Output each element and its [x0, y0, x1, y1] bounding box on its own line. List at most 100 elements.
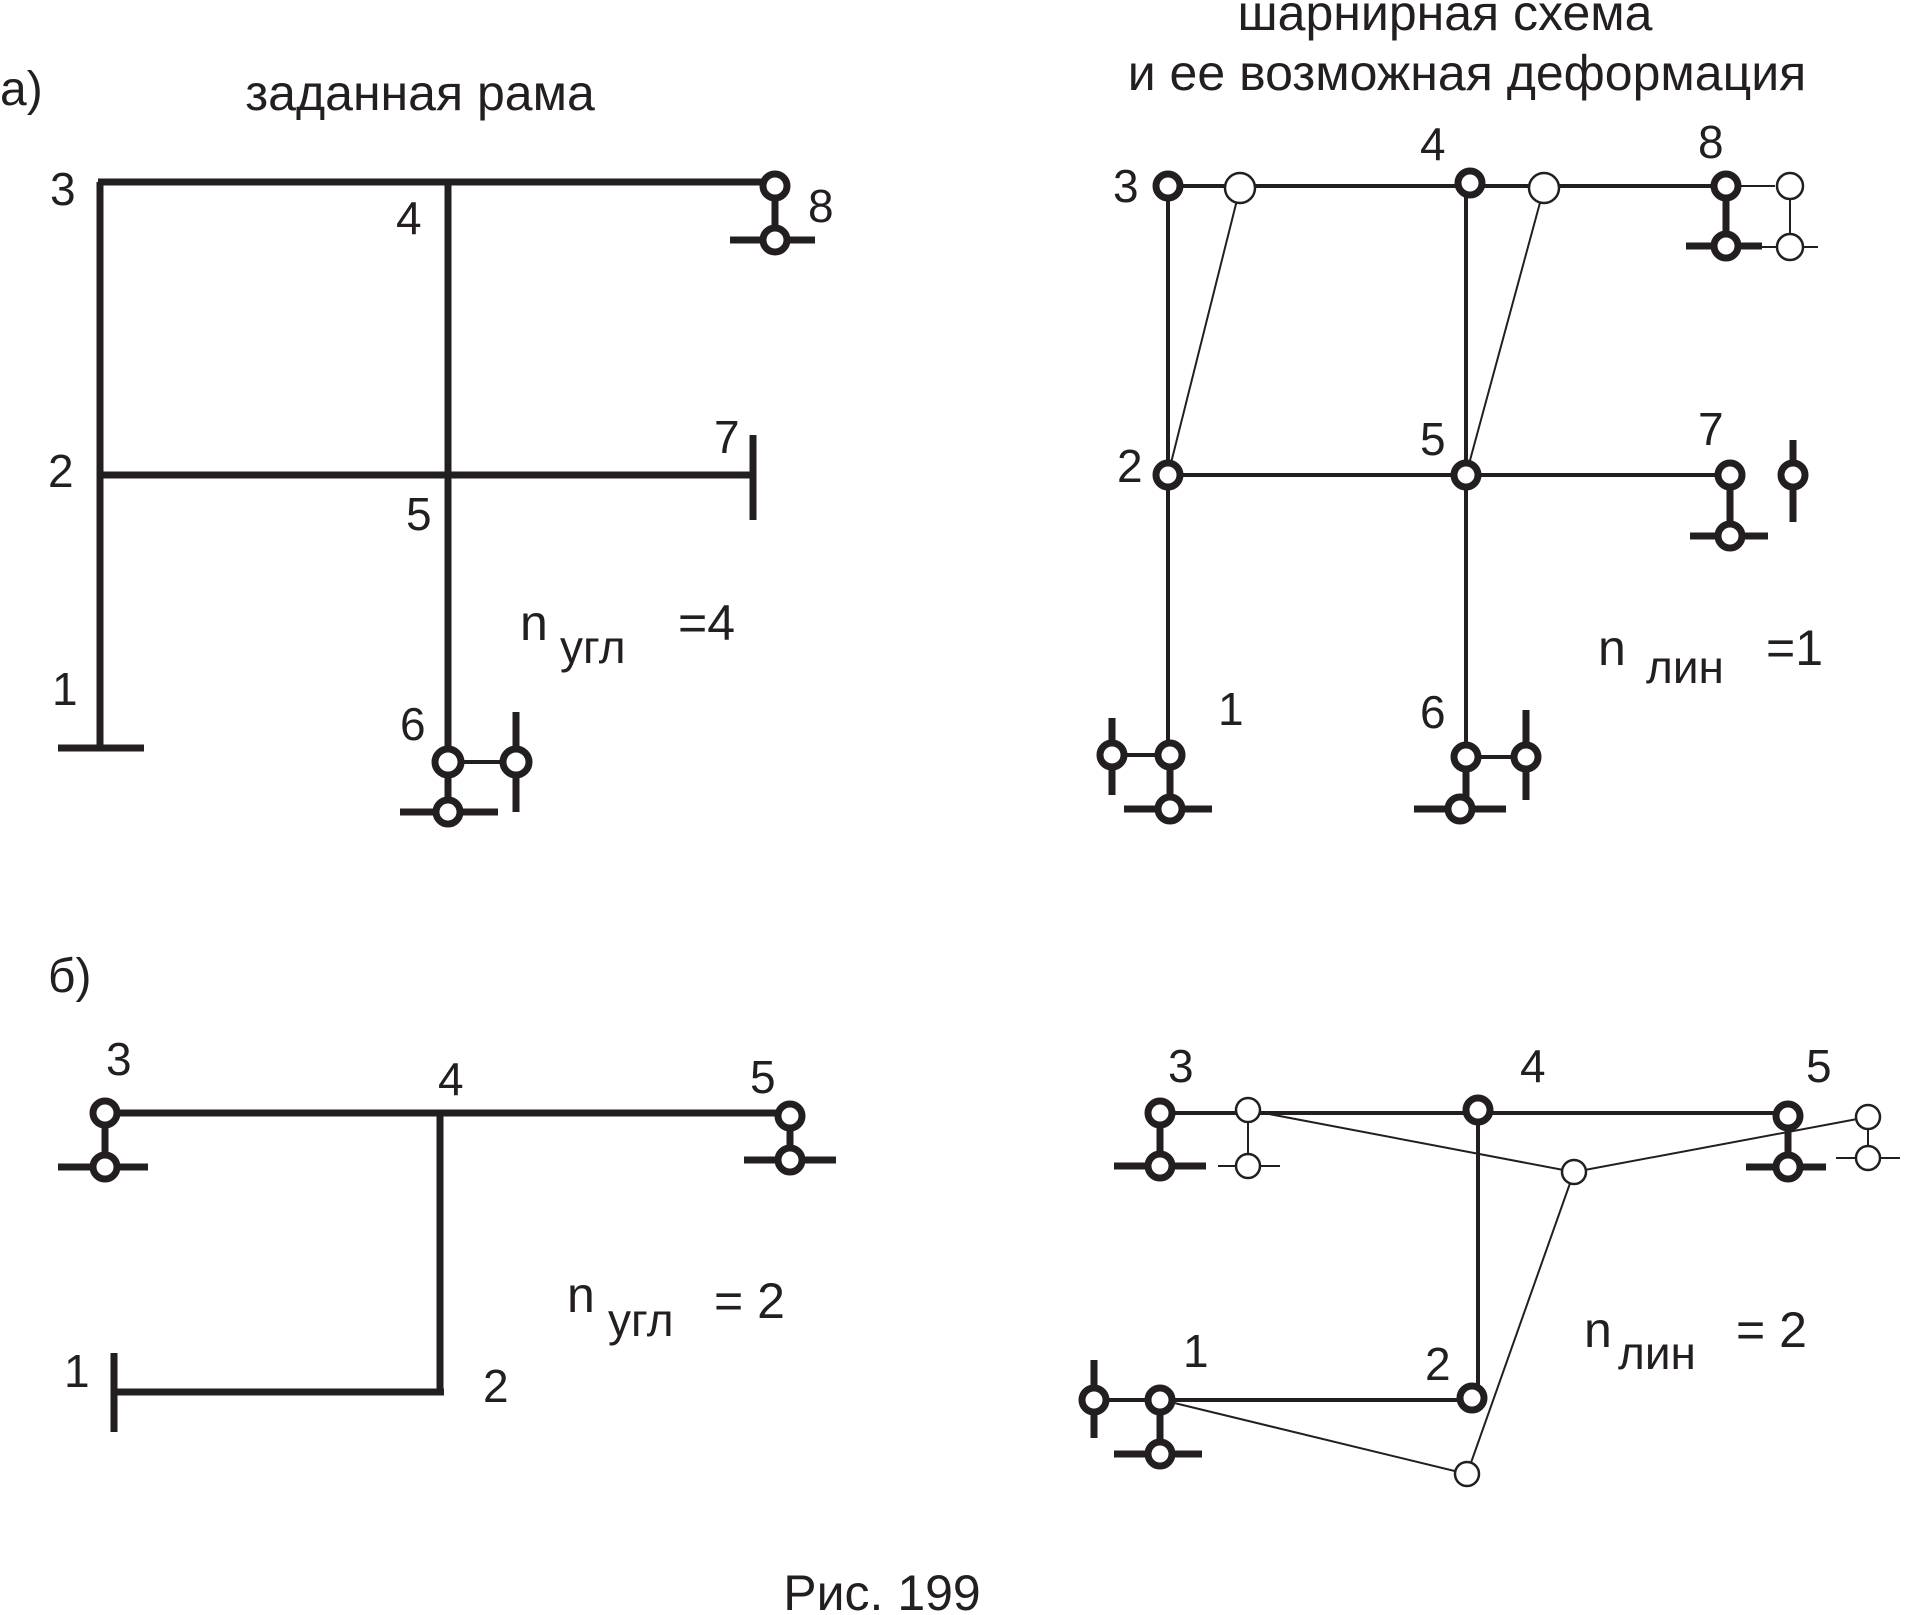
hinged-scheme-title-line1: шарнирная схема: [1238, 0, 1653, 41]
n-angular-a-symbol: n: [520, 595, 548, 651]
n-angular-b-symbol: n: [567, 1267, 595, 1323]
deformed-support-hinge-5: [1854, 1144, 1882, 1172]
n-linear-b-value: = 2: [1736, 1302, 1807, 1358]
n-linear-a-subscript: лин: [1646, 641, 1724, 693]
node-label-a-scheme-3: 3: [1113, 160, 1139, 212]
support-hinge-6-side: [499, 745, 533, 779]
scheme-hinge-1: [1154, 739, 1186, 771]
node-label-a-given-6: 6: [400, 698, 426, 750]
deformed-bar-2-3: [1167, 187, 1241, 476]
scheme-support-hinge-1-side: [1078, 1384, 1110, 1416]
n-angular-a: n угл =4: [520, 595, 735, 673]
node-label-a-scheme-4: 4: [1420, 118, 1446, 170]
node-label-a-given-3: 3: [50, 163, 76, 215]
n-linear-b-subscript: лин: [1618, 1327, 1696, 1379]
given-frame-b: [58, 1097, 836, 1432]
deformed-hinge-8: [1775, 171, 1805, 201]
scheme-support-hinge-3: [1144, 1150, 1176, 1182]
node-label-a-given-1: 1: [52, 663, 78, 715]
node-label-b-scheme-4: 4: [1520, 1040, 1546, 1092]
n-linear-a: n лин =1: [1598, 620, 1823, 693]
scheme-hinge-2: [1152, 459, 1184, 491]
scheme-support-hinge-7-bottom: [1714, 520, 1746, 552]
deformed-support-hinge-3: [1234, 1152, 1262, 1180]
given-frame-a: [58, 170, 815, 828]
deformed-bar-5-4: [1465, 187, 1545, 476]
support-hinge-5: [774, 1144, 806, 1176]
n-angular-b: n угл = 2: [567, 1267, 785, 1346]
scheme-hinge-4: [1454, 167, 1486, 199]
deformed-hinge-3: [1223, 171, 1257, 205]
scheme-hinge-5: [1450, 459, 1482, 491]
node-label-a-scheme-8: 8: [1698, 116, 1724, 168]
scheme-hinge-1: [1144, 1384, 1176, 1416]
node-label-b-scheme-3: 3: [1168, 1040, 1194, 1092]
node-label-a-given-4: 4: [396, 192, 422, 244]
deformed-support-hinge-8: [1775, 232, 1805, 262]
scheme-hinge-4: [1462, 1094, 1494, 1126]
scheme-support-hinge-1-bottom: [1144, 1438, 1176, 1470]
n-linear-b-symbol: n: [1584, 1302, 1612, 1358]
deformed-bar-3-4: [1247, 1109, 1575, 1173]
deformed-hinge-2: [1453, 1460, 1481, 1488]
deformed-hinge-3: [1234, 1096, 1262, 1124]
deformed-bar-4-5: [1573, 1116, 1869, 1173]
hinged-scheme-a: [1096, 167, 1818, 825]
scheme-support-hinge-6-side: [1510, 741, 1542, 773]
node-label-b-given-3: 3: [106, 1033, 132, 1085]
node-label-b-scheme-5: 5: [1806, 1040, 1832, 1092]
hinge-3: [89, 1097, 121, 1129]
hinged-scheme-title-line2: и ее возможная деформация: [1128, 45, 1807, 101]
node-label-a-scheme-7: 7: [1698, 403, 1724, 455]
deformed-hinge-5: [1854, 1103, 1882, 1131]
node-label-b-given-2: 2: [483, 1360, 509, 1412]
node-label-b-scheme-1: 1: [1183, 1325, 1209, 1377]
support-hinge-3: [89, 1151, 121, 1183]
node-label-b-given-1: 1: [64, 1345, 90, 1397]
scheme-hinge-3: [1152, 170, 1184, 202]
scheme-hinge-6: [1450, 741, 1482, 773]
scheme-support-hinge-1-bottom: [1154, 793, 1186, 825]
node-label-a-given-5: 5: [406, 488, 432, 540]
node-label-b-scheme-2: 2: [1425, 1338, 1451, 1390]
n-linear-a-symbol: n: [1598, 620, 1626, 676]
hinge-6: [431, 745, 465, 779]
node-label-a-given-2: 2: [48, 445, 74, 497]
node-label-a-scheme-5: 5: [1420, 413, 1446, 465]
n-angular-a-subscript: угл: [560, 621, 626, 673]
scheme-support-hinge-6-bottom: [1444, 793, 1476, 825]
node-label-a-scheme-6: 6: [1420, 686, 1446, 738]
node-label-b-given-4: 4: [438, 1053, 464, 1105]
n-angular-a-value: =4: [678, 595, 735, 651]
hinge-8: [759, 170, 791, 202]
n-angular-b-subscript: угл: [608, 1294, 674, 1346]
scheme-hinge-7: [1714, 459, 1746, 491]
node-label-b-given-5: 5: [750, 1051, 776, 1103]
support-hinge-8: [759, 224, 791, 256]
deformed-bar-4-2: [1466, 1171, 1575, 1475]
hinged-scheme-b: [1078, 1094, 1900, 1488]
part-a-label: а): [0, 63, 43, 116]
scheme-support-hinge-1-side: [1096, 739, 1128, 771]
node-label-a-scheme-1: 1: [1218, 683, 1244, 735]
deformed-hinge-4: [1560, 1158, 1588, 1186]
n-linear-a-value: =1: [1766, 620, 1823, 676]
scheme-support-hinge-8: [1710, 230, 1742, 262]
scheme-support-hinge-5: [1772, 1151, 1804, 1183]
part-b-label: б): [48, 950, 91, 1003]
hinge-5: [774, 1100, 806, 1132]
deformed-bar-1-2: [1161, 1399, 1468, 1475]
node-label-a-scheme-2: 2: [1117, 440, 1143, 492]
given-frame-title: заданная рама: [245, 65, 595, 121]
node-label-a-given-7: 7: [714, 411, 740, 463]
scheme-support-hinge-7-side: [1777, 459, 1809, 491]
n-linear-b: n лин = 2: [1584, 1302, 1807, 1379]
n-angular-b-value: = 2: [714, 1273, 785, 1329]
node-label-a-given-8: 8: [808, 180, 834, 232]
scheme-hinge-3: [1144, 1097, 1176, 1129]
support-hinge-6-bottom: [432, 796, 464, 828]
figure-caption: Рис. 199: [783, 1565, 981, 1615]
scheme-hinge-8: [1710, 170, 1742, 202]
scheme-hinge-2: [1456, 1382, 1488, 1414]
